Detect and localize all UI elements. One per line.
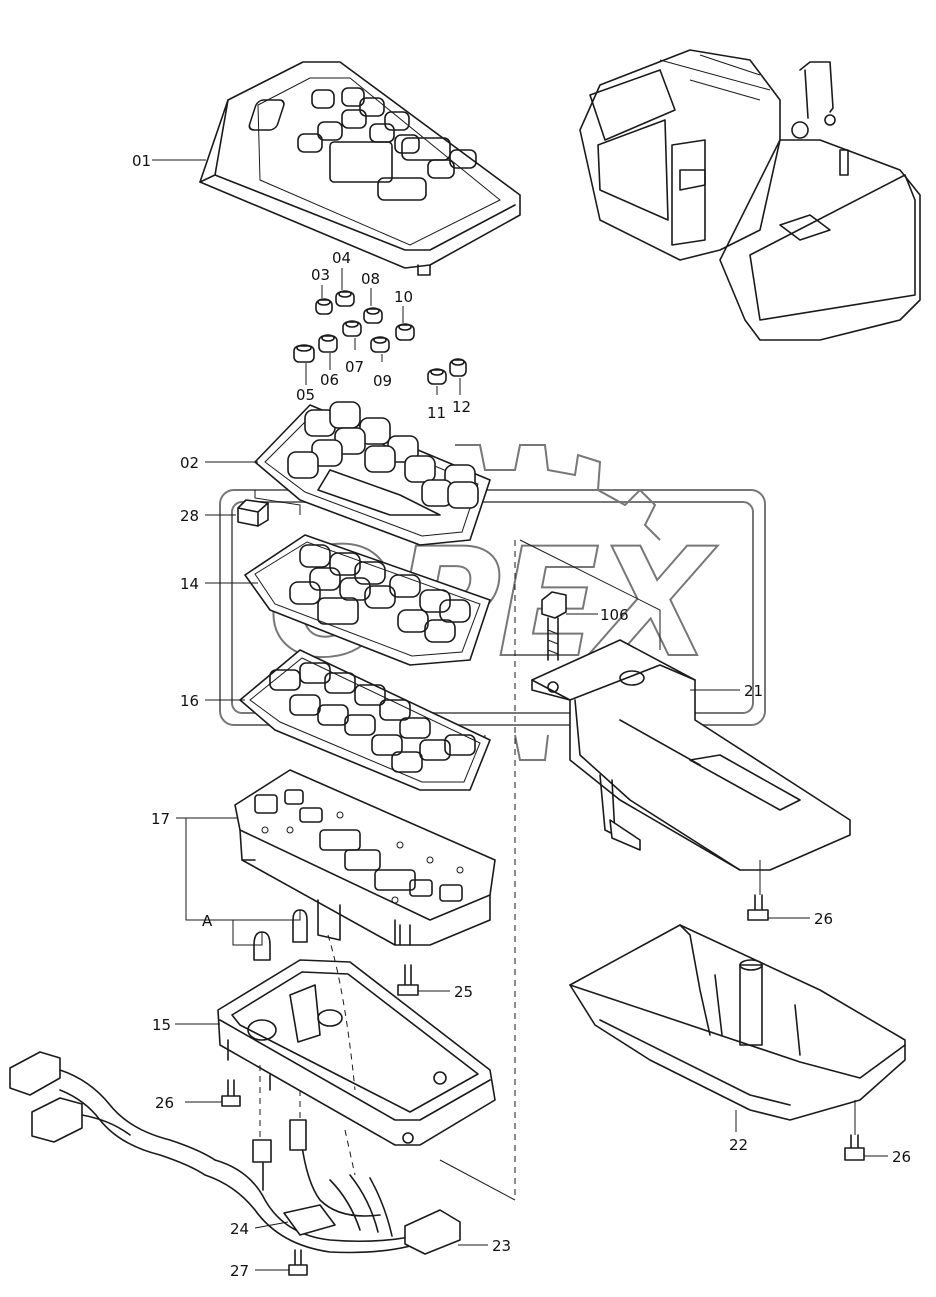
- label-22: 22: [729, 1136, 748, 1154]
- keypad-02-keys: [287, 401, 479, 509]
- label-05: 05: [296, 386, 315, 404]
- callout-labels: 01 03 04 08 10 05 06 07 09 11 12 02 28 1…: [132, 152, 911, 1280]
- knob-08: [363, 307, 383, 324]
- label-03: 03: [311, 266, 330, 284]
- knobs-03-12: [293, 290, 467, 385]
- label-27: 27: [230, 1262, 249, 1280]
- leader-lines: [152, 159, 888, 1271]
- label-A: A: [202, 912, 213, 930]
- label-21: 21: [744, 682, 763, 700]
- part-15-lower-case: [217, 959, 496, 1146]
- knob-07: [342, 320, 362, 337]
- label-02: 02: [180, 454, 199, 472]
- bulbs-A: [232, 909, 308, 961]
- label-24: 24: [230, 1220, 249, 1238]
- excavator-location-view: [579, 49, 921, 341]
- label-09: 09: [373, 372, 392, 390]
- label-01: 01: [132, 152, 151, 170]
- reference-lines: [514, 539, 856, 1200]
- label-04: 04: [332, 249, 351, 267]
- knob-06: [318, 334, 338, 353]
- part-02-keypad-frame: [254, 401, 491, 546]
- label-08: 08: [361, 270, 380, 288]
- knob-05: [293, 344, 315, 363]
- knob-11: [427, 368, 447, 385]
- part-21-bracket: [531, 639, 851, 871]
- label-12: 12: [452, 398, 471, 416]
- knob-12: [449, 358, 467, 377]
- part-28-block: [237, 490, 301, 527]
- label-106: 106: [600, 606, 629, 624]
- bolt-26-right: [844, 1134, 865, 1161]
- label-06: 06: [320, 371, 339, 389]
- bolt-26-mid: [747, 894, 769, 921]
- label-28: 28: [180, 507, 199, 525]
- pcb-components: [254, 789, 464, 904]
- wire-harness: [9, 934, 516, 1255]
- knob-03: [315, 298, 333, 315]
- label-17: 17: [151, 810, 170, 828]
- label-10: 10: [394, 288, 413, 306]
- label-16: 16: [180, 692, 199, 710]
- label-23: 23: [492, 1237, 511, 1255]
- part-01-cover: [199, 61, 521, 276]
- label-07: 07: [345, 358, 364, 376]
- label-26-left: 26: [155, 1094, 174, 1112]
- part-14-membrane: [244, 534, 491, 666]
- label-11: 11: [427, 404, 446, 422]
- bolt-27: [288, 1249, 308, 1276]
- bolt-25: [397, 964, 419, 996]
- label-26-mid: 26: [814, 910, 833, 928]
- part-16-rubber-keypad: [239, 649, 491, 791]
- knob-09: [370, 336, 390, 353]
- knob-10: [395, 323, 415, 341]
- label-14: 14: [180, 575, 199, 593]
- label-25: 25: [454, 983, 473, 1001]
- bolt-26-left: [221, 1079, 241, 1107]
- label-15: 15: [152, 1016, 171, 1034]
- part-17-circuit-board: [234, 769, 496, 946]
- knob-04: [335, 290, 355, 307]
- part-22-lower-cover: [569, 924, 906, 1121]
- label-26-right: 26: [892, 1148, 911, 1166]
- bolt-106: [541, 591, 567, 661]
